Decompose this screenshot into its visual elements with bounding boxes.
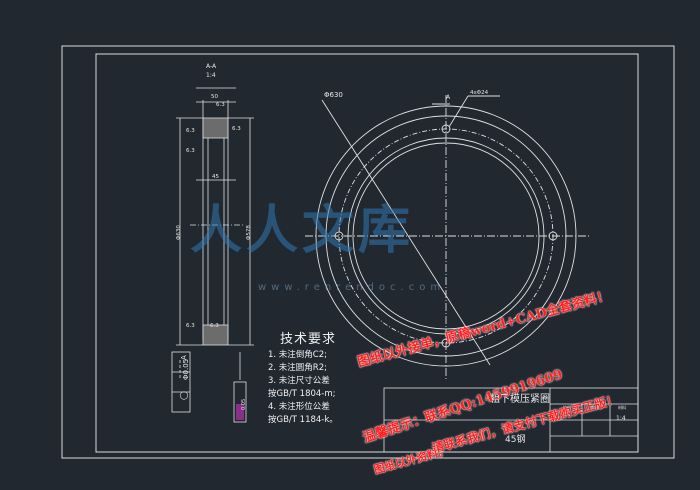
dim-bottom-top: 6.3 (210, 323, 219, 329)
plan-view (305, 95, 590, 380)
section-mark-A: A (446, 94, 451, 101)
note-line: 按GB/T 1804-m; (268, 389, 336, 399)
title-cell-1: 比例 (563, 404, 571, 410)
note-line: 4. 未注形位公差 (268, 402, 330, 412)
inner-frame (95, 53, 639, 453)
dim-right-top: 6.3 (232, 126, 241, 132)
dim-diameter-outer: Φ630 (176, 225, 182, 240)
flatness-value: 0.05 (241, 399, 247, 410)
note-line: 3. 未注尺寸公差 (268, 376, 330, 386)
technical-requirements: 技术要求 1. 未注倒角C2; 2. 未注圆角R2; 3. 未注尺寸公差 按GB… (268, 328, 338, 427)
section-scale: 1:4 (206, 72, 216, 79)
title-cell-2: 数量 (591, 404, 599, 410)
dim-inner: 45 (212, 174, 219, 180)
notes-title: 技术要求 (280, 332, 337, 347)
plan-diameter-label: Φ630 (324, 91, 343, 99)
dim-left-small: 6.3 (186, 128, 195, 134)
gdt-datum: A (180, 355, 188, 360)
dim-left-small2: 6.3 (186, 148, 195, 154)
note-line: 1. 未注倒角C2; (268, 350, 328, 360)
dim-diameter-inner: Φ578 (246, 225, 252, 240)
section-view (176, 87, 254, 380)
dim-top-width: 50 (211, 94, 218, 100)
part-name: 粗下模压紧圈 (490, 394, 550, 405)
gdt-tolerance: Φ0.05 (182, 359, 190, 380)
title-block (383, 387, 639, 453)
section-label: A-A (206, 63, 217, 70)
note-line: 按GB/T 1184-k。 (268, 415, 338, 425)
watermark-logo: 人人文库 (190, 200, 415, 261)
flatness-frame (233, 381, 247, 423)
dim-bottom-left: 6.3 (186, 323, 195, 329)
title-cell-3: 材料 (618, 404, 626, 410)
gdt-symbol: ◯ (179, 391, 188, 400)
note-line: 2. 未注圆角R2; (268, 363, 327, 373)
material: 45钢 (505, 435, 526, 445)
title-scale: 1:4 (616, 415, 626, 422)
gdt-frame (171, 351, 191, 413)
dim-chamfer-top: 6.3 (216, 102, 225, 108)
watermark-url: www.renrendoc.com (258, 282, 446, 293)
outer-frame (61, 45, 675, 459)
holes-label: 4xΦ24 (470, 90, 489, 96)
